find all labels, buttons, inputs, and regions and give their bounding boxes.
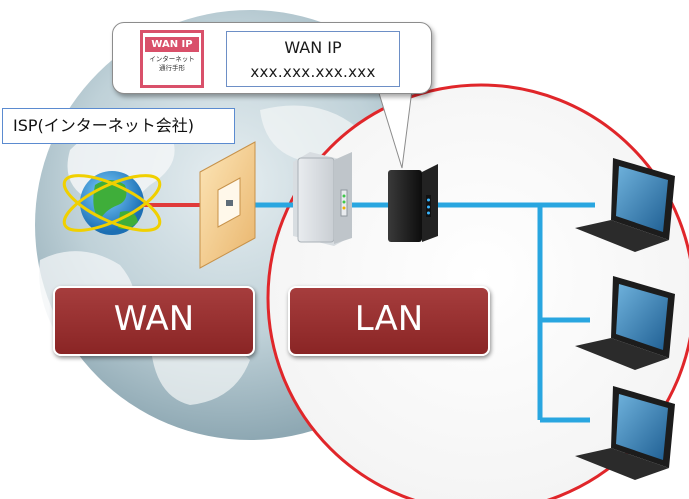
laptop-icon xyxy=(575,386,675,480)
laptop-icon xyxy=(575,276,675,370)
router-icon xyxy=(388,164,438,242)
wan-ip-box: WAN IP xxx.xxx.xxx.xxx xyxy=(226,31,400,87)
badge-subtitle-line2: 通行手形 xyxy=(159,64,185,72)
onu-icon xyxy=(293,152,352,246)
isp-label: ISP(インターネット会社) xyxy=(2,108,235,144)
callout-seam xyxy=(379,88,411,92)
wan-ip-value: xxx.xxx.xxx.xxx xyxy=(250,63,376,81)
badge-title: WAN IP xyxy=(145,37,199,52)
lan-zone-label: LAN xyxy=(288,286,490,356)
wan-ip-title: WAN IP xyxy=(284,38,342,57)
laptop-icon xyxy=(575,158,675,252)
badge-subtitle-line1: インターネット xyxy=(149,55,195,63)
firewall-icon xyxy=(199,141,256,269)
wan-ip-badge: WAN IP インターネット 通行手形 xyxy=(140,30,204,88)
wan-zone-label: WAN xyxy=(53,286,255,356)
globe-icon xyxy=(62,171,162,235)
